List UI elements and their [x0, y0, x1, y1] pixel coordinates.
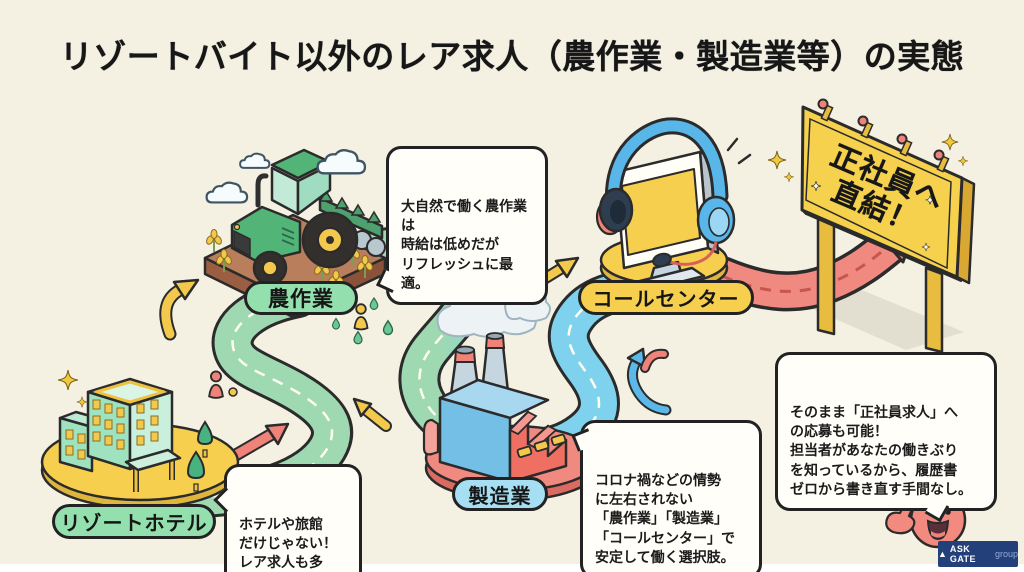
- factory-illustration: [422, 285, 600, 502]
- askgate-logo: ▲ ASK GATE group: [938, 541, 1018, 567]
- call-center-illustration: [595, 117, 752, 294]
- people-figures: [208, 303, 369, 399]
- page-title: リゾートバイト以外のレア求人（農作業・製造業等）の実態: [59, 38, 965, 75]
- farm-bubble-text: 大自然で働く農作業は 時給は低めだが リフレッシュに最適。: [401, 197, 527, 291]
- hotel-speech-bubble: ホテルや旅館 だけじゃない！ レア求人も多数。: [213, 464, 362, 572]
- farm-speech-bubble: 大自然で働く農作業は 時給は低めだが リフレッシュに最適。: [376, 146, 548, 306]
- billboard-clips: [817, 98, 950, 173]
- curved-arrow-yellow-left: [159, 278, 200, 341]
- hotel-bubble-text: ホテルや旅館 だけじゃない！ レア求人も多数。: [239, 515, 337, 571]
- label-call-center: コールセンター: [578, 280, 754, 315]
- fulltime-bubble-text: そのまま「正社員求人」へ の応募も可能！ 担当者があなたの働きぶり を知っている…: [790, 403, 972, 497]
- stability-bubble-text: コロナ禍などの情勢 に左右されない 「農作業」「製造業」 「コールセンター」で …: [595, 471, 735, 565]
- label-resort-hotel: リゾートホテル: [52, 504, 216, 539]
- stability-speech-bubble: コロナ禍などの情勢 に左右されない 「農作業」「製造業」 「コールセンター」で …: [571, 420, 762, 572]
- resort-hotel-illustration: [40, 369, 240, 510]
- label-farm: 農作業: [244, 281, 358, 315]
- tree-icon: [186, 420, 214, 492]
- bottom-margin: [0, 564, 1024, 572]
- askgate-logo-brand: ASK GATE: [949, 544, 976, 564]
- arrow-red-hotel: [227, 422, 290, 463]
- askgate-logo-suffix: group: [994, 549, 1018, 559]
- tractor-illustration: [230, 148, 386, 286]
- bus-shelter: [124, 448, 182, 492]
- label-factory: 製造業: [452, 477, 548, 511]
- billboard-illustration: [767, 98, 976, 354]
- arrow-yellow-factory: [352, 397, 392, 432]
- askgate-logo-icon: ▲: [938, 548, 947, 559]
- headphones-icon: [595, 117, 736, 268]
- sparkle-icon: [57, 369, 88, 408]
- curved-arrow-blue: [626, 347, 672, 416]
- emphasis-lines: [726, 137, 752, 165]
- fulltime-speech-bubble: そのまま「正社員求人」へ の応募も可能！ 担当者があなたの働きぶり を知っている…: [775, 352, 997, 523]
